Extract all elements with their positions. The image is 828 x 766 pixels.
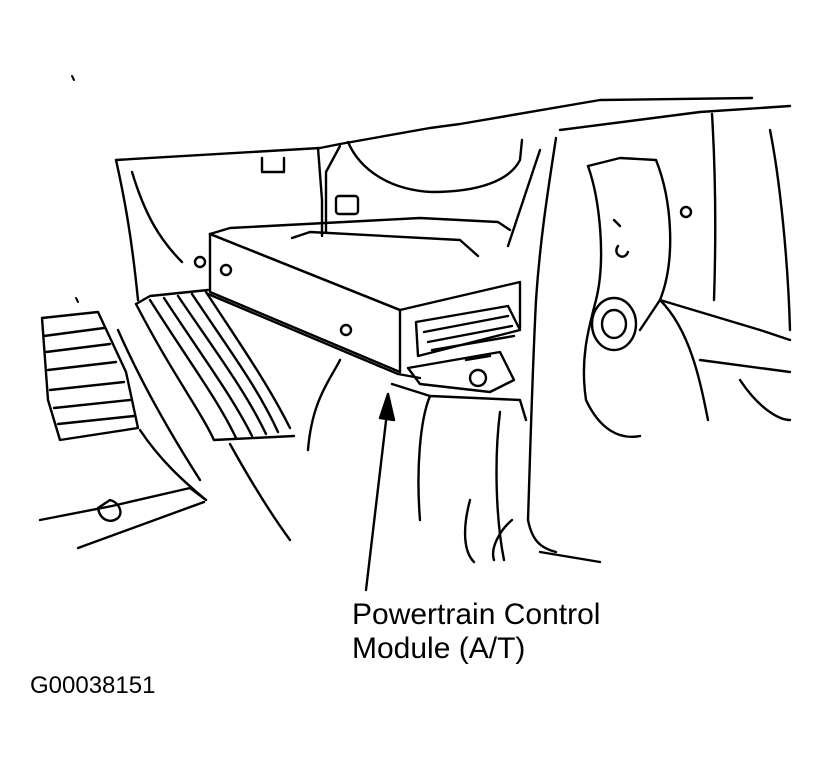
floor-panel [38,297,208,550]
pcm-callout-label: Powertrain Control Module (A/T) [352,598,600,666]
right-brace [506,136,710,522]
harness-strap [463,498,602,564]
leader-arrow [364,392,396,592]
grommet [590,296,638,352]
pcm-connector [406,304,522,394]
pcm-box [193,216,522,380]
dash-panel [71,75,792,302]
floor-trim-ribs [116,288,296,542]
steering-column-housing [260,138,524,234]
callout-line-1: Powertrain Control [352,598,601,631]
figure-id: G00038151 [30,672,156,699]
right-panel [658,112,792,422]
pedal-pad [40,310,140,442]
mounting-bracket [306,358,528,562]
callout-line-2: Module (A/T) [352,632,526,665]
